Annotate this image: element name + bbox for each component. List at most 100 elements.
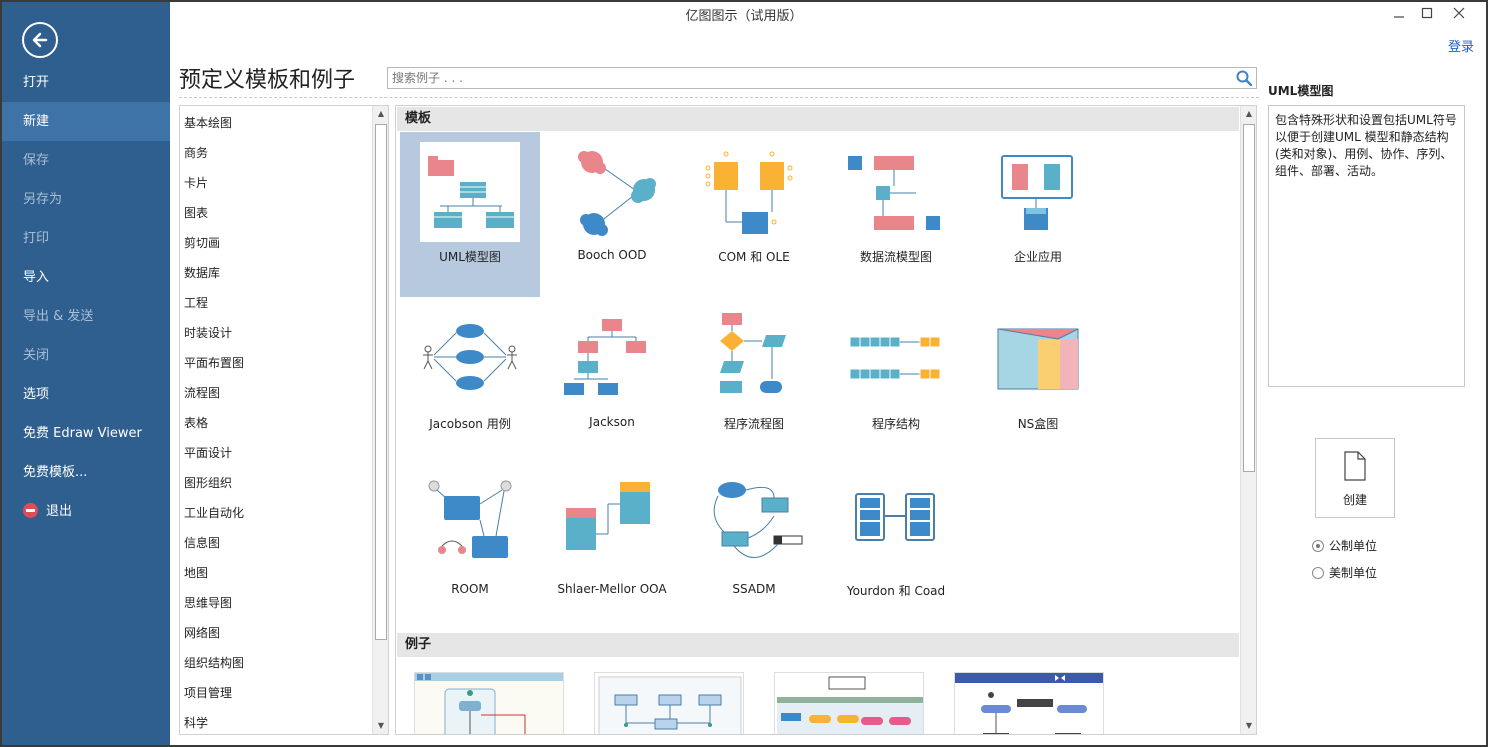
category-scrollbar[interactable]: ▲ ▼ (372, 106, 388, 734)
template-program-flowchart[interactable]: 程序流程图 (684, 299, 824, 464)
backstage-sidebar: 打开 新建 保存 另存为 打印 导入 导出 & 发送 关闭 选项 免费 Edra… (2, 2, 170, 745)
sidebar-item-label: 打印 (23, 231, 50, 246)
minimize-icon (1394, 16, 1404, 18)
example-item[interactable] (774, 672, 924, 734)
login-link[interactable]: 登录 (1447, 40, 1474, 55)
search-box (387, 67, 1257, 89)
search-icon[interactable] (1236, 70, 1252, 86)
category-item[interactable]: 网络图 (184, 626, 221, 640)
scroll-down-arrow-icon[interactable]: ▼ (1245, 721, 1253, 730)
template-com-ole[interactable]: COM 和 OLE (684, 132, 824, 297)
template-room[interactable]: ROOM (400, 466, 540, 631)
category-item[interactable]: 卡片 (184, 176, 209, 190)
example-item[interactable] (414, 672, 564, 734)
radio-checked-icon (1312, 540, 1324, 552)
template-label: Yourdon 和 Coad (846, 584, 946, 598)
category-item[interactable]: 思维导图 (184, 596, 233, 610)
enterprise-app-icon (1001, 155, 1073, 230)
sidebar-item-label: 导出 & 发送 (23, 309, 94, 324)
sidebar-item-label: 关闭 (23, 348, 50, 363)
template-label: 数据流模型图 (859, 250, 932, 264)
category-item[interactable]: 地图 (184, 566, 209, 580)
template-enterprise-app[interactable]: 企业应用 (968, 132, 1108, 297)
template-data-flow[interactable]: 数据流模型图 (826, 132, 966, 297)
category-item[interactable]: 工程 (184, 296, 209, 310)
create-label: 创建 (1342, 493, 1367, 507)
scroll-thumb[interactable] (375, 124, 387, 640)
template-label: UML模型图 (439, 250, 501, 264)
category-item[interactable]: 商务 (184, 146, 209, 160)
example-item[interactable] (594, 672, 744, 734)
jackson-icon (564, 319, 646, 395)
sidebar-item-save[interactable]: 保存 (2, 141, 170, 180)
minimize-button[interactable] (1384, 4, 1414, 26)
sidebar-item-export-send[interactable]: 导出 & 发送 (2, 297, 170, 336)
template-scrollbar[interactable]: ▲ ▼ (1240, 106, 1256, 734)
sidebar-item-print[interactable]: 打印 (2, 219, 170, 258)
template-yourdon-coad[interactable]: Yourdon 和 Coad (826, 466, 966, 631)
sidebar-item-open[interactable]: 打开 (2, 63, 170, 102)
search-input[interactable] (388, 68, 1218, 88)
us-units-radio[interactable]: 美制单位 (1312, 565, 1377, 581)
sidebar-item-label: 选项 (23, 387, 50, 402)
category-item[interactable]: 平面设计 (184, 446, 233, 460)
category-item[interactable]: 数据库 (184, 266, 221, 280)
category-list: 基本绘图 商务 卡片 图表 剪切画 数据库 工程 时装设计 平面布置图 流程图 … (179, 105, 389, 735)
template-label: Jacobson 用例 (429, 417, 511, 431)
radio-label: 美制单位 (1329, 566, 1378, 580)
example-activity-diagram-icon (415, 673, 563, 734)
scroll-up-arrow-icon[interactable]: ▲ (1245, 109, 1253, 118)
close-window-button[interactable] (1444, 4, 1474, 26)
sidebar-item-options[interactable]: 选项 (2, 375, 170, 414)
back-button[interactable] (22, 22, 58, 58)
template-booch-ood[interactable]: Booch OOD (542, 132, 682, 297)
sidebar-item-save-as[interactable]: 另存为 (2, 180, 170, 219)
category-item[interactable]: 表格 (184, 416, 209, 430)
example-item[interactable] (954, 672, 1104, 734)
category-item[interactable]: 组织结构图 (184, 656, 245, 670)
sidebar-item-new[interactable]: 新建 (2, 102, 170, 141)
category-item[interactable]: 基本绘图 (184, 116, 233, 130)
category-item[interactable]: 图形组织 (184, 476, 233, 490)
template-ns-box[interactable]: NS盒图 (968, 299, 1108, 464)
category-item[interactable]: 时装设计 (184, 326, 233, 340)
scroll-up-arrow-icon[interactable]: ▲ (377, 109, 385, 118)
sidebar-item-edraw-viewer[interactable]: 免费 Edraw Viewer (2, 414, 170, 453)
template-label: 企业应用 (1013, 250, 1062, 264)
template-uml-model[interactable]: UML模型图 (400, 132, 540, 297)
template-label: Shlaer-Mellor OOA (557, 582, 667, 596)
sidebar-item-import[interactable]: 导入 (2, 258, 170, 297)
jacobson-usecase-icon (423, 324, 517, 390)
category-item[interactable]: 信息图 (184, 536, 221, 550)
uml-model-icon (420, 142, 520, 242)
template-label: 程序流程图 (723, 417, 784, 431)
back-arrow-icon (32, 32, 48, 48)
close-icon (1453, 7, 1465, 19)
category-item[interactable]: 剪切画 (184, 236, 221, 250)
template-jacobson-usecase[interactable]: Jacobson 用例 (400, 299, 540, 464)
ns-box-icon (997, 328, 1079, 390)
maximize-button[interactable] (1412, 4, 1442, 26)
sidebar-item-exit[interactable]: 退出 (2, 492, 170, 531)
template-jackson[interactable]: Jackson (542, 299, 682, 464)
template-panel: 模板 UML模型图 Booch OOD (395, 105, 1257, 735)
scroll-thumb[interactable] (1243, 124, 1255, 472)
template-program-structure[interactable]: 程序结构 (826, 299, 966, 464)
template-shlaer-mellor[interactable]: Shlaer-Mellor OOA (542, 466, 682, 631)
category-item[interactable]: 科学 (184, 716, 209, 730)
section-header-examples: 例子 (397, 633, 1239, 657)
room-icon (428, 480, 512, 558)
category-item[interactable]: 项目管理 (184, 686, 233, 700)
template-ssadm[interactable]: SSADM (684, 466, 824, 631)
category-item[interactable]: 平面布置图 (184, 356, 245, 370)
sidebar-item-free-templates[interactable]: 免费模板... (2, 453, 170, 492)
template-label: 程序结构 (871, 417, 920, 431)
create-button[interactable]: 创建 (1315, 438, 1395, 518)
category-item[interactable]: 工业自动化 (184, 506, 245, 520)
category-item[interactable]: 图表 (184, 206, 209, 220)
sidebar-item-close[interactable]: 关闭 (2, 336, 170, 375)
metric-units-radio[interactable]: 公制单位 (1312, 538, 1377, 554)
details-description: 包含特殊形状和设置包括UML符号以便于创建UML 模型和静态结构(类和对象)、用… (1268, 105, 1465, 387)
scroll-down-arrow-icon[interactable]: ▼ (377, 721, 385, 730)
category-item[interactable]: 流程图 (184, 386, 221, 400)
